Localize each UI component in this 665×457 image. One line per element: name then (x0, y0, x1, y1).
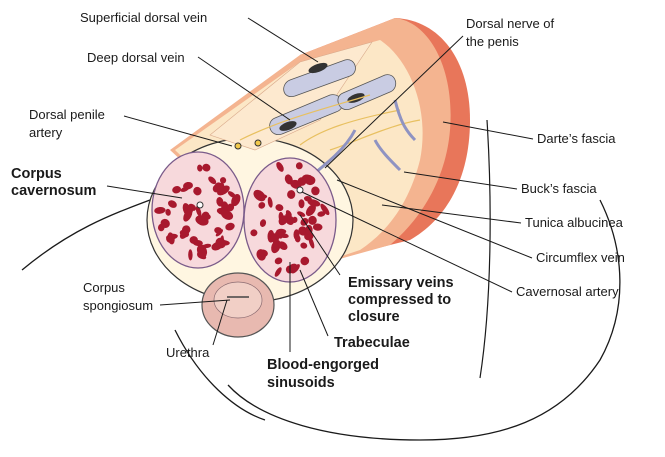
sinusoid-1-44 (300, 256, 310, 266)
sinusoid-1-39 (275, 204, 284, 212)
sinusoid-0-13 (208, 176, 217, 185)
label-sinusoids-2: sinusoids (267, 375, 335, 391)
spongiosum-inner (213, 281, 263, 319)
sinusoid-0-46 (225, 222, 235, 231)
sinusoid-0-32 (167, 200, 177, 208)
sinusoid-1-0 (276, 161, 284, 172)
sinusoid-0-33 (154, 206, 166, 214)
surface-nerves (239, 94, 421, 151)
sinusoid-0-26 (195, 206, 202, 217)
label-emissary-3: closure (348, 309, 400, 325)
sinusoid-1-53 (277, 232, 289, 239)
sinusoid-0-23 (221, 210, 234, 220)
label-deep-dorsal-vein: Deep dorsal vein (87, 50, 185, 65)
sinusoid-1-18 (297, 211, 306, 217)
sinusoid-1-5 (303, 196, 312, 202)
label-bucks-fascia: Buck’s fascia (521, 181, 597, 196)
label-trabeculae: Trabeculae (334, 335, 410, 351)
label-emissary-2: compressed to (348, 292, 451, 308)
sinusoid-0-10 (197, 164, 203, 172)
label-dorsal-penile-artery-2: artery (29, 125, 63, 140)
label-dorsal-penile-artery-1: Dorsal penile (29, 107, 105, 122)
sinusoid-1-4 (307, 199, 321, 207)
sinusoid-1-40 (278, 215, 288, 226)
sinusoid-1-43 (253, 189, 266, 202)
label-superficial-dorsal-vein: Superficial dorsal vein (80, 10, 207, 25)
superficial-dorsal-vein (283, 59, 356, 98)
label-cavernosal-artery: Cavernosal artery (516, 284, 619, 299)
sinusoid-0-41 (187, 204, 194, 214)
sinusoid-1-27 (312, 223, 323, 231)
label-emissary-1: Emissary veins (348, 275, 454, 291)
body-outline (21, 199, 151, 271)
sinusoid-1-50 (295, 162, 303, 170)
sinusoid-0-50 (196, 244, 208, 258)
cavernosal-artery-right (296, 186, 304, 194)
sinusoid-0-47 (214, 227, 222, 234)
vein-lumen-1 (308, 62, 328, 74)
sinusoid-0-38 (219, 177, 227, 184)
sinusoid-0-49 (189, 236, 198, 244)
label-corpus-cavernosum-1: Corpus (11, 166, 62, 182)
sinusoid-0-29 (180, 186, 189, 192)
sinusoid-0-43 (166, 235, 173, 243)
thigh-outline-left (174, 329, 266, 421)
sinusoid-0-0 (165, 208, 171, 216)
label-urethra: Urethra (166, 345, 210, 360)
leader-lines (106, 17, 534, 352)
blood-sinusoids (154, 161, 330, 277)
sinusoid-1-47 (287, 190, 296, 199)
sinusoid-1-25 (308, 237, 315, 249)
sinusoid-0-52 (215, 237, 226, 249)
sinusoid-1-17 (305, 224, 313, 235)
sinusoid-1-54 (293, 229, 300, 240)
label-corpus-cavernosum-2: cavernosum (11, 183, 96, 199)
sinusoid-0-28 (160, 218, 170, 228)
sinusoid-1-8 (278, 241, 288, 250)
sinusoid-1-32 (267, 196, 273, 208)
sinusoid-0-51 (227, 191, 236, 198)
label-dorsal-nerve-1: Dorsal nerve of (466, 16, 555, 31)
sinusoid-1-1 (258, 202, 266, 209)
label-dartes-fascia: Darte’s fascia (537, 131, 616, 146)
dorsal-artery-right (254, 139, 262, 147)
sinusoid-0-14 (193, 186, 202, 196)
sinusoid-1-23 (250, 229, 258, 237)
sinusoid-1-29 (320, 203, 330, 216)
sinusoid-1-19 (300, 242, 308, 249)
sinusoid-1-38 (292, 216, 298, 223)
label-sinusoids-1: Blood-engorged (267, 357, 379, 373)
sinusoid-1-6 (271, 239, 281, 254)
sinusoid-0-2 (188, 249, 193, 261)
sinusoid-0-39 (226, 203, 235, 212)
label-dorsal-nerve-2: the penis (466, 34, 519, 49)
label-circumflex-vein: Circumflex vein (536, 250, 625, 265)
label-corpus-spongiosum-1: Corpus (83, 280, 125, 295)
sinusoid-1-41 (305, 204, 316, 217)
sinusoid-1-46 (308, 215, 317, 225)
vein-lumen-2 (279, 121, 297, 131)
label-corpus-spongiosum-2: spongiosum (83, 298, 153, 313)
sinusoid-1-31 (259, 249, 268, 258)
sinusoid-0-30 (203, 213, 211, 220)
sinusoid-1-10 (259, 219, 267, 227)
sinusoid-0-31 (172, 186, 182, 194)
label-tunica-albucinea: Tunica albucinea (525, 215, 624, 230)
sinusoid-0-44 (219, 182, 225, 190)
shaft-edge-right (479, 119, 491, 379)
dorsal-artery-left (234, 142, 242, 150)
sinusoid-1-34 (317, 211, 326, 217)
thigh-outline-right (227, 199, 621, 441)
sinusoid-1-36 (298, 227, 306, 236)
sinusoid-0-54 (202, 163, 211, 172)
sinusoid-0-53 (179, 229, 190, 238)
sinusoid-1-12 (298, 199, 305, 209)
sinusoid-1-14 (274, 257, 283, 265)
sinusoid-1-21 (311, 186, 320, 196)
sinusoid-1-49 (301, 174, 314, 183)
cavernosal-artery-left (196, 201, 204, 209)
sinusoid-1-15 (274, 267, 282, 277)
